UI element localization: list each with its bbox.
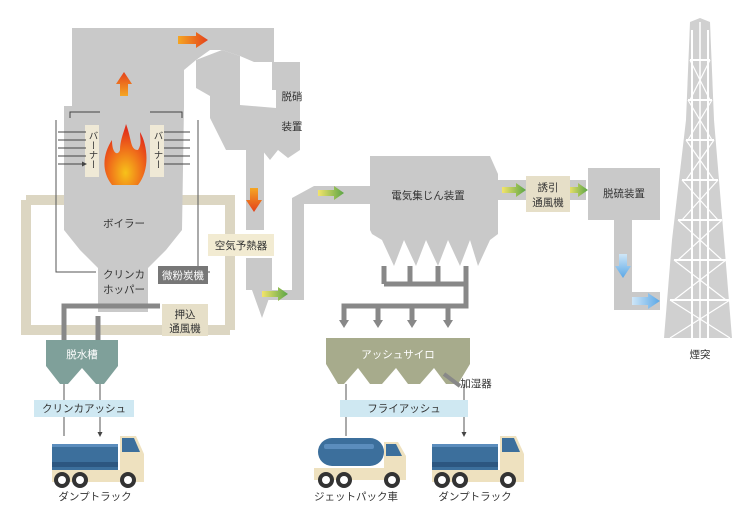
pulverizer: 微粉炭機 xyxy=(158,266,208,284)
clinker-ash-band: クリンカアッシュ xyxy=(34,400,134,417)
dump-truck-right-label: ダンプトラック xyxy=(438,490,511,503)
burner-right: バーナー xyxy=(150,111,190,177)
blue-right-arrow xyxy=(632,293,660,309)
humidifier-label: 加湿器 xyxy=(460,378,492,390)
desulfurization-unit: 脱硫装置 xyxy=(588,168,660,310)
green-arrow-3 xyxy=(502,183,526,197)
forced-draft-fan: 押込 通風機 xyxy=(162,304,208,336)
ash-silo: アッシュサイロ xyxy=(326,338,470,384)
green-arrow-4 xyxy=(568,183,588,197)
denitration-label-1: 脱硝 xyxy=(282,90,303,103)
pulverizer-label: 微粉炭機 xyxy=(162,269,204,282)
fly-ash-piping xyxy=(339,266,469,328)
boiler-label: ボイラー xyxy=(103,218,145,230)
fly-ash-band: フライアッシュ xyxy=(340,400,468,417)
dump-truck-right xyxy=(432,436,524,488)
chimney: 煙突 xyxy=(664,18,732,361)
dewatering-tank: 脱水槽 xyxy=(46,340,118,384)
green-arrow-1 xyxy=(318,186,344,200)
flame-icon xyxy=(104,124,147,185)
dewatering-tank-label: 脱水槽 xyxy=(66,348,98,361)
induced-draft-fan: 誘引 通風機 xyxy=(526,176,570,212)
clinker-hopper-label-1: クリンカ xyxy=(103,269,145,281)
hot-gas-right-arrow xyxy=(178,32,208,48)
burner-right-label: バーナー xyxy=(152,131,164,169)
blue-down-arrow xyxy=(615,254,631,278)
clinker-pipe xyxy=(61,303,160,342)
air-preheater: 空気予熱器 xyxy=(208,234,274,256)
hot-gas-up-arrow xyxy=(116,72,132,96)
hot-gas-down-arrow xyxy=(246,188,262,212)
clinker-hopper-label-2: ホッパー xyxy=(103,284,145,296)
electrostatic-precipitator: 電気集じん装置 xyxy=(360,156,498,266)
idf-label-1: 誘引 xyxy=(538,181,559,194)
jet-pack-label: ジェットパック車 xyxy=(314,490,398,503)
denitration-label-2: 装置 xyxy=(282,120,303,133)
humidifier: 加湿器 xyxy=(442,372,492,390)
fdf-label-2: 通風機 xyxy=(169,322,201,335)
burner-left-label: バーナー xyxy=(87,131,99,169)
idf-label-2: 通風機 xyxy=(532,196,564,209)
green-arrow-2 xyxy=(262,287,288,301)
dump-truck-left xyxy=(52,436,144,488)
clinker-ash-label: クリンカアッシュ xyxy=(42,403,126,415)
air-preheater-label: 空気予熱器 xyxy=(215,239,268,252)
chimney-label: 煙突 xyxy=(690,348,711,361)
fdf-label-1: 押込 xyxy=(175,308,196,321)
desulfurization-label: 脱硫装置 xyxy=(603,187,645,200)
esp-label: 電気集じん装置 xyxy=(391,189,465,202)
dump-truck-left-label: ダンプトラック xyxy=(58,490,131,503)
jet-pack-truck xyxy=(314,438,406,488)
ash-silo-label: アッシュサイロ xyxy=(361,349,435,361)
burner-left: バーナー xyxy=(58,111,100,177)
fly-ash-label: フライアッシュ xyxy=(367,403,441,415)
